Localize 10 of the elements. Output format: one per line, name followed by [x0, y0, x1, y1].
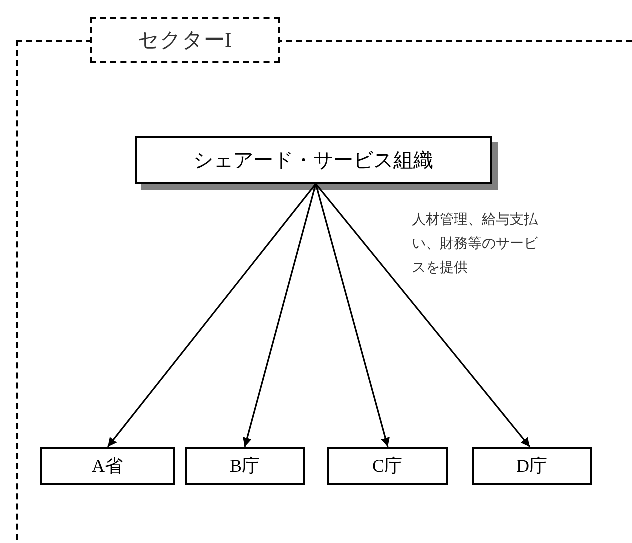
agency-box: C庁: [327, 447, 448, 485]
arrow: [243, 184, 317, 448]
agency-box: D庁: [472, 447, 592, 485]
service-note: 人材管理、給与支払い、財務等のサービスを提供: [412, 211, 538, 278]
arrow: [315, 184, 531, 448]
agency-box: A省: [40, 447, 175, 485]
agency-box: B庁: [185, 447, 305, 485]
arrow: [315, 184, 390, 448]
sector-title: セクターI: [90, 17, 280, 63]
arrow: [107, 184, 317, 448]
